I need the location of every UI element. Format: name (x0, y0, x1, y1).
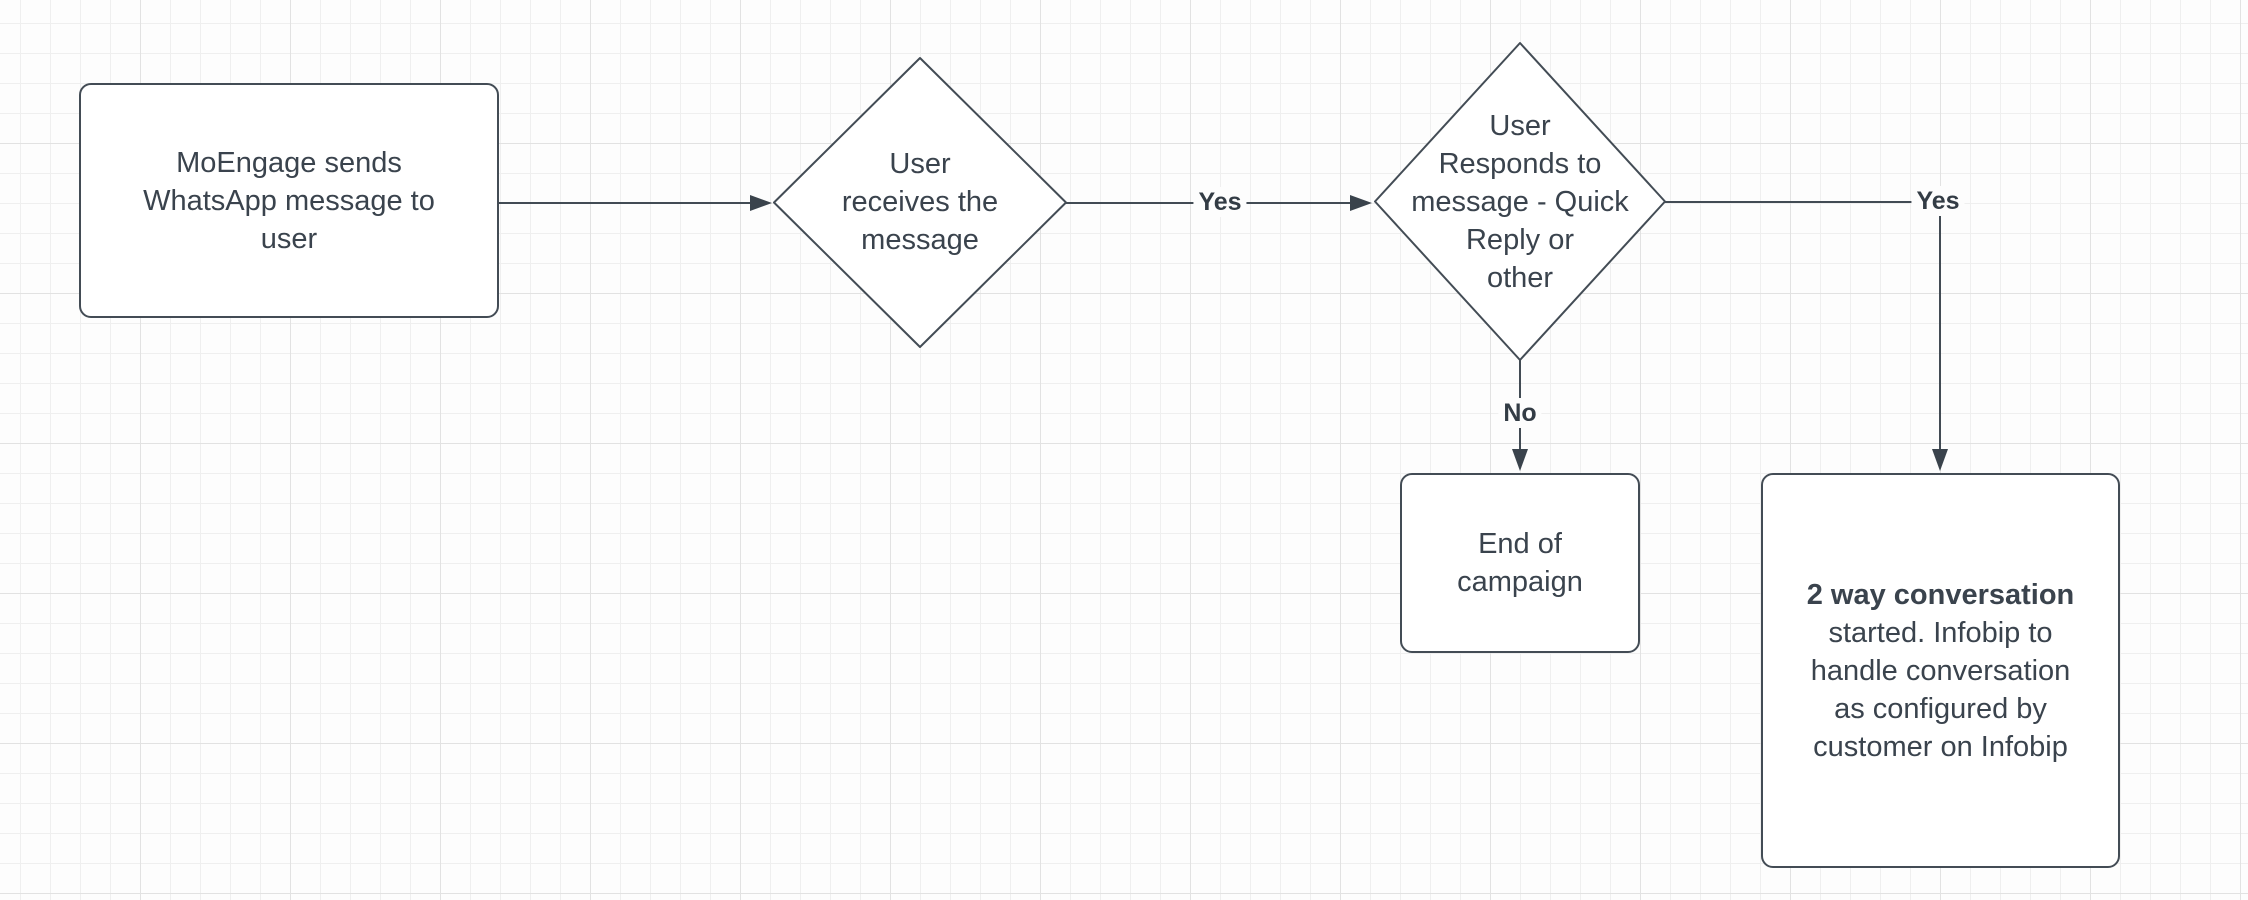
node-line-bold: 2 way conversation (1806, 578, 2075, 611)
node-line: handle conversation (1810, 654, 2071, 687)
node-line: Reply or (1465, 224, 1574, 256)
node-line: message (861, 224, 979, 256)
start-node-label: MoEngage sends WhatsApp message to user (143, 144, 435, 258)
arrowhead-icon (1512, 449, 1528, 471)
node-line: User (889, 148, 951, 180)
node-line: MoEngage sends (176, 146, 402, 179)
node-line: WhatsApp message to (143, 184, 435, 217)
edge-responds-to-twoway (1665, 201, 1948, 471)
arrowhead-icon (750, 195, 772, 211)
node-line: Responds to (1438, 148, 1602, 180)
end-node-label: End of campaign (1457, 525, 1583, 601)
arrowhead-icon (1350, 195, 1372, 211)
node-line: message - Quick (1411, 186, 1629, 218)
responds-diamond-label: User Responds to message - Quick Reply o… (1411, 107, 1629, 297)
edge-responds-to-twoway-line[interactable] (1665, 201, 1941, 450)
node-line: user (260, 222, 318, 255)
arrowhead-icon (1932, 449, 1948, 471)
node-line: started. Infobip to (1828, 616, 2053, 649)
node-line: customer on Infobip (1813, 730, 2068, 763)
edge-label-yes-1[interactable]: Yes (1193, 187, 1247, 217)
edge-start-to-receives (499, 195, 772, 211)
receives-diamond-label: User receives the message (842, 145, 998, 259)
user-responds-diamond[interactable] (1374, 42, 1666, 361)
end-of-campaign-node[interactable]: End of campaign (1400, 473, 1640, 653)
node-line: campaign (1457, 566, 1583, 598)
edge-label-yes-2[interactable]: Yes (1911, 186, 1965, 216)
node-line: as configured by (1834, 692, 2047, 725)
receives-message-diamond[interactable] (773, 57, 1067, 348)
two-way-conversation-node[interactable]: 2 way conversation started. Infobip to h… (1761, 473, 2120, 868)
node-line: User (1489, 110, 1551, 142)
start-node-moengage-sends[interactable]: MoEngage sends WhatsApp message to user (79, 83, 499, 318)
two-way-node-label: 2 way conversation started. Infobip to h… (1807, 576, 2075, 766)
node-line: other (1486, 262, 1554, 294)
edge-label-no[interactable]: No (1498, 398, 1542, 428)
node-line: End of (1478, 528, 1562, 560)
node-line: receives the (841, 186, 999, 218)
